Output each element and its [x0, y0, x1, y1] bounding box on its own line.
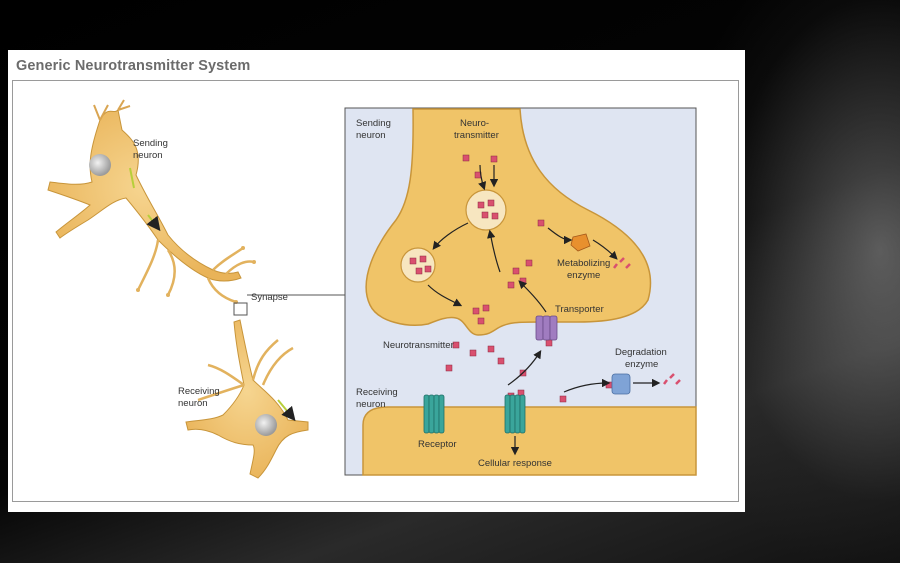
cellular-response-label: Cellular response [478, 458, 552, 469]
sending-neuron-label-1: Sending [133, 138, 168, 149]
receptor-icon [423, 394, 445, 434]
slide-panel: Generic Neurotransmitter System [8, 50, 745, 512]
axon-signal-arrow [129, 167, 158, 228]
inset-receiving-neuron-label-2: neuron [356, 399, 386, 410]
sending-neuron-label-2: neuron [133, 150, 163, 161]
metabolizing-enzyme-label-1: Metabolizing [557, 258, 610, 269]
degradation-enzyme-icon [611, 373, 631, 395]
degradation-enzyme-label-2: enzyme [625, 359, 658, 370]
receiving-neuron-nucleus [255, 414, 277, 436]
degradation-enzyme-label-1: Degradation [615, 347, 667, 358]
metabolizing-enzyme-label-2: enzyme [567, 270, 600, 281]
vesicle [400, 247, 436, 283]
pathway-arrows [427, 164, 661, 456]
figure-title: Generic Neurotransmitter System [16, 58, 251, 74]
neurotransmitter-label: Neurotransmitter [383, 340, 454, 351]
transporter-icon [535, 315, 558, 341]
neurotransmitter-top-label-1: Neuro- [460, 118, 489, 129]
postsynaptic-membrane [362, 406, 697, 476]
transporter-label: Transporter [555, 304, 604, 315]
synapse-inset: Sending neuron Neuro- transmitter Metabo… [344, 107, 697, 476]
sending-neuron-cell [47, 99, 256, 304]
synapse-label: Synapse [251, 292, 288, 303]
inset-sending-neuron-label-1: Sending [356, 118, 391, 129]
receiving-neuron-label-1: Receiving [178, 386, 220, 397]
figure-frame [12, 80, 739, 502]
presynaptic-terminal [365, 108, 652, 336]
receptor-label: Receptor [418, 439, 457, 450]
receiving-neuron-cell [185, 319, 309, 479]
metabolite-fragments [613, 257, 631, 269]
receiving-neuron-label-2: neuron [178, 398, 208, 409]
neurotransmitter-diagram: Sending neuron Synapse Receiving neuron [47, 99, 697, 479]
inset-receiving-neuron-label-1: Receiving [356, 387, 398, 398]
degradation-fragments [663, 373, 681, 385]
vesicle [465, 189, 507, 231]
neurotransmitter-top-label-2: transmitter [454, 130, 499, 141]
receptor-bound-icon [504, 394, 526, 434]
synapse-marker [233, 302, 248, 316]
sending-neuron-nucleus [89, 154, 111, 176]
inset-sending-neuron-label-2: neuron [356, 130, 386, 141]
